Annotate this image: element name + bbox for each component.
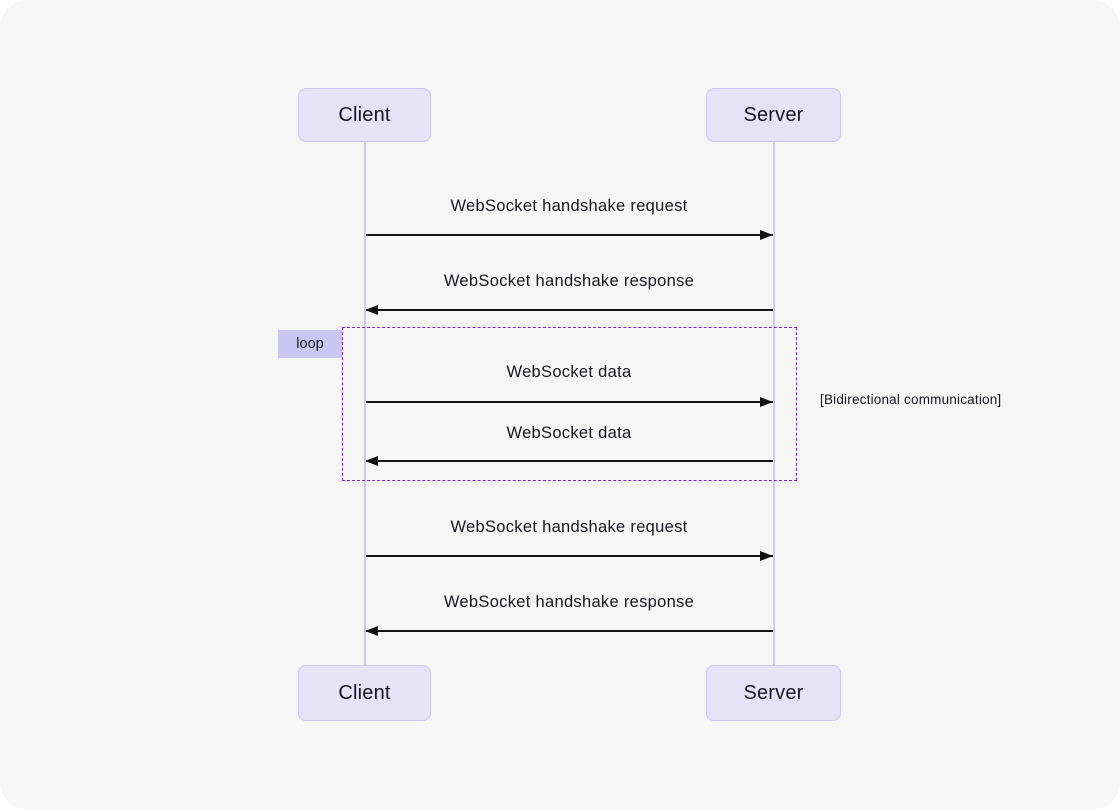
actor-server-bottom: Server [706,665,841,721]
loop-label: loop [296,336,324,352]
message-arrowhead [760,396,773,407]
message-arrow-line [365,460,773,462]
message-arrow-line [365,401,773,403]
message-arrowhead [365,625,378,636]
message-label: WebSocket data [506,363,632,381]
message-arrowhead [365,455,378,466]
actor-label: Server [743,681,804,704]
actor-server-top: Server [706,88,841,142]
actor-client-bottom: Client [298,665,431,721]
message-label: WebSocket handshake response [443,272,695,290]
message-arrowhead [760,550,773,561]
message-arrowhead [365,304,378,315]
message-label: WebSocket handshake response [443,593,695,611]
actor-label: Server [743,103,804,126]
lifeline-server [772,142,775,665]
message-label: WebSocket handshake request [450,518,688,536]
actor-label: Client [338,681,391,704]
message-arrow-line [365,555,773,557]
actor-client-top: Client [298,88,431,142]
message-arrow-line [365,630,773,632]
message-arrowhead [760,229,773,240]
lifeline-client [363,142,366,665]
loop-fragment-box [342,327,797,481]
message-label: WebSocket data [506,424,632,442]
loop-condition-label: [Bidirectional communication] [820,392,1002,407]
message-arrow-line [365,234,773,236]
message-arrow-line [365,309,773,311]
message-label: WebSocket handshake request [450,197,688,215]
actor-label: Client [338,103,391,126]
loop-label-badge: loop [278,330,342,358]
